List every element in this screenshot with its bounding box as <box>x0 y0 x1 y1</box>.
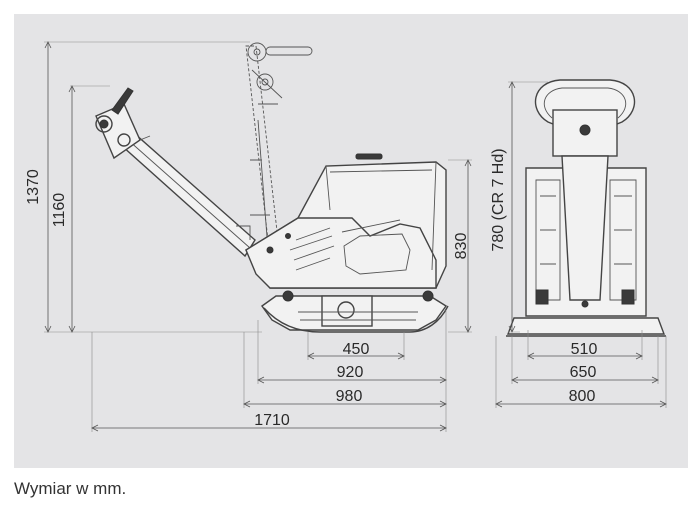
dim-front-width-mid-label: 650 <box>570 364 597 381</box>
side-view-machine <box>95 42 449 333</box>
dim-body-length-label: 980 <box>336 388 363 405</box>
engine-body <box>245 153 447 289</box>
side-view-dimensions: 1370 1160 830 450 920 980 1710 <box>25 41 472 432</box>
technical-drawing-panel: 1370 1160 830 450 920 980 1710 780 (CR 7 <box>14 14 688 468</box>
dim-machine-height-label: 830 <box>453 233 470 260</box>
front-view-dimensions: 780 (CR 7 Hd) 510 650 800 <box>490 81 667 408</box>
front-view-machine <box>506 79 666 337</box>
dim-handle-height-label: 1160 <box>51 193 68 228</box>
dim-front-width-total-label: 800 <box>569 388 596 405</box>
dim-front-width-inner-label: 510 <box>571 341 598 358</box>
base-plate <box>261 290 449 333</box>
dim-total-height-label: 1370 <box>25 169 42 205</box>
caption-text: Wymiar w mm. <box>14 479 127 498</box>
dim-plate-width-label: 450 <box>343 341 370 358</box>
dim-front-height-label: 780 (CR 7 Hd) <box>490 148 507 251</box>
dim-total-length-label: 1710 <box>254 412 290 429</box>
handle-inclined <box>95 87 256 258</box>
dim-base-width-label: 920 <box>337 364 364 381</box>
